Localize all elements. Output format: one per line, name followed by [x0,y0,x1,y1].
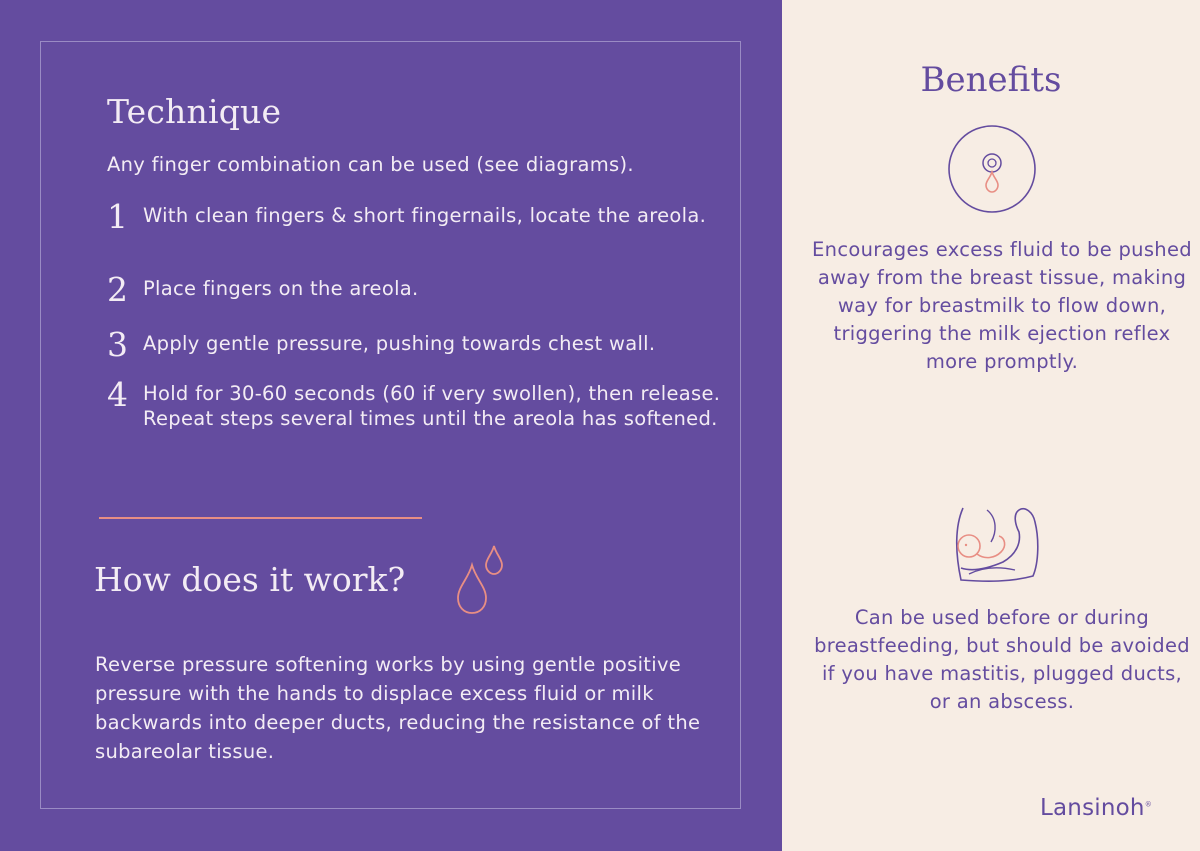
technique-panel [0,0,782,851]
brand-mark: ® [1144,800,1152,809]
technique-title: Technique [107,92,282,131]
how-it-works-body: Reverse pressure softening works by usin… [95,653,701,763]
breastfeeding-icon [947,502,1042,591]
step-number: 4 [107,375,128,414]
brand-name: Lansinoh [1040,795,1145,821]
benefit-text: Can be used before or during breastfeedi… [814,606,1190,713]
technique-intro: Any finger combination can be used (see … [107,153,634,176]
step-number: 3 [107,325,128,364]
breast-droplet-icon [946,123,1038,219]
drops-icon [450,543,510,622]
step-text: With clean fingers & short fingernails, … [143,204,707,227]
step-text: Place fingers on the areola. [143,277,419,300]
benefit-text: Encourages excess fluid to be pushed awa… [812,238,1192,373]
how-it-works-title: How does it work? [94,560,406,599]
benefits-panel [782,0,1200,851]
step-number: 1 [107,197,128,236]
technique-frame [40,41,741,809]
step-number: 2 [107,270,128,309]
brand-logo: Lansinoh® [1040,795,1152,821]
step-text: Hold for 30-60 seconds (60 if very swoll… [143,382,721,430]
benefits-title: Benefits [920,60,1062,100]
section-divider [99,517,422,519]
step-text: Apply gentle pressure, pushing towards c… [143,332,656,355]
